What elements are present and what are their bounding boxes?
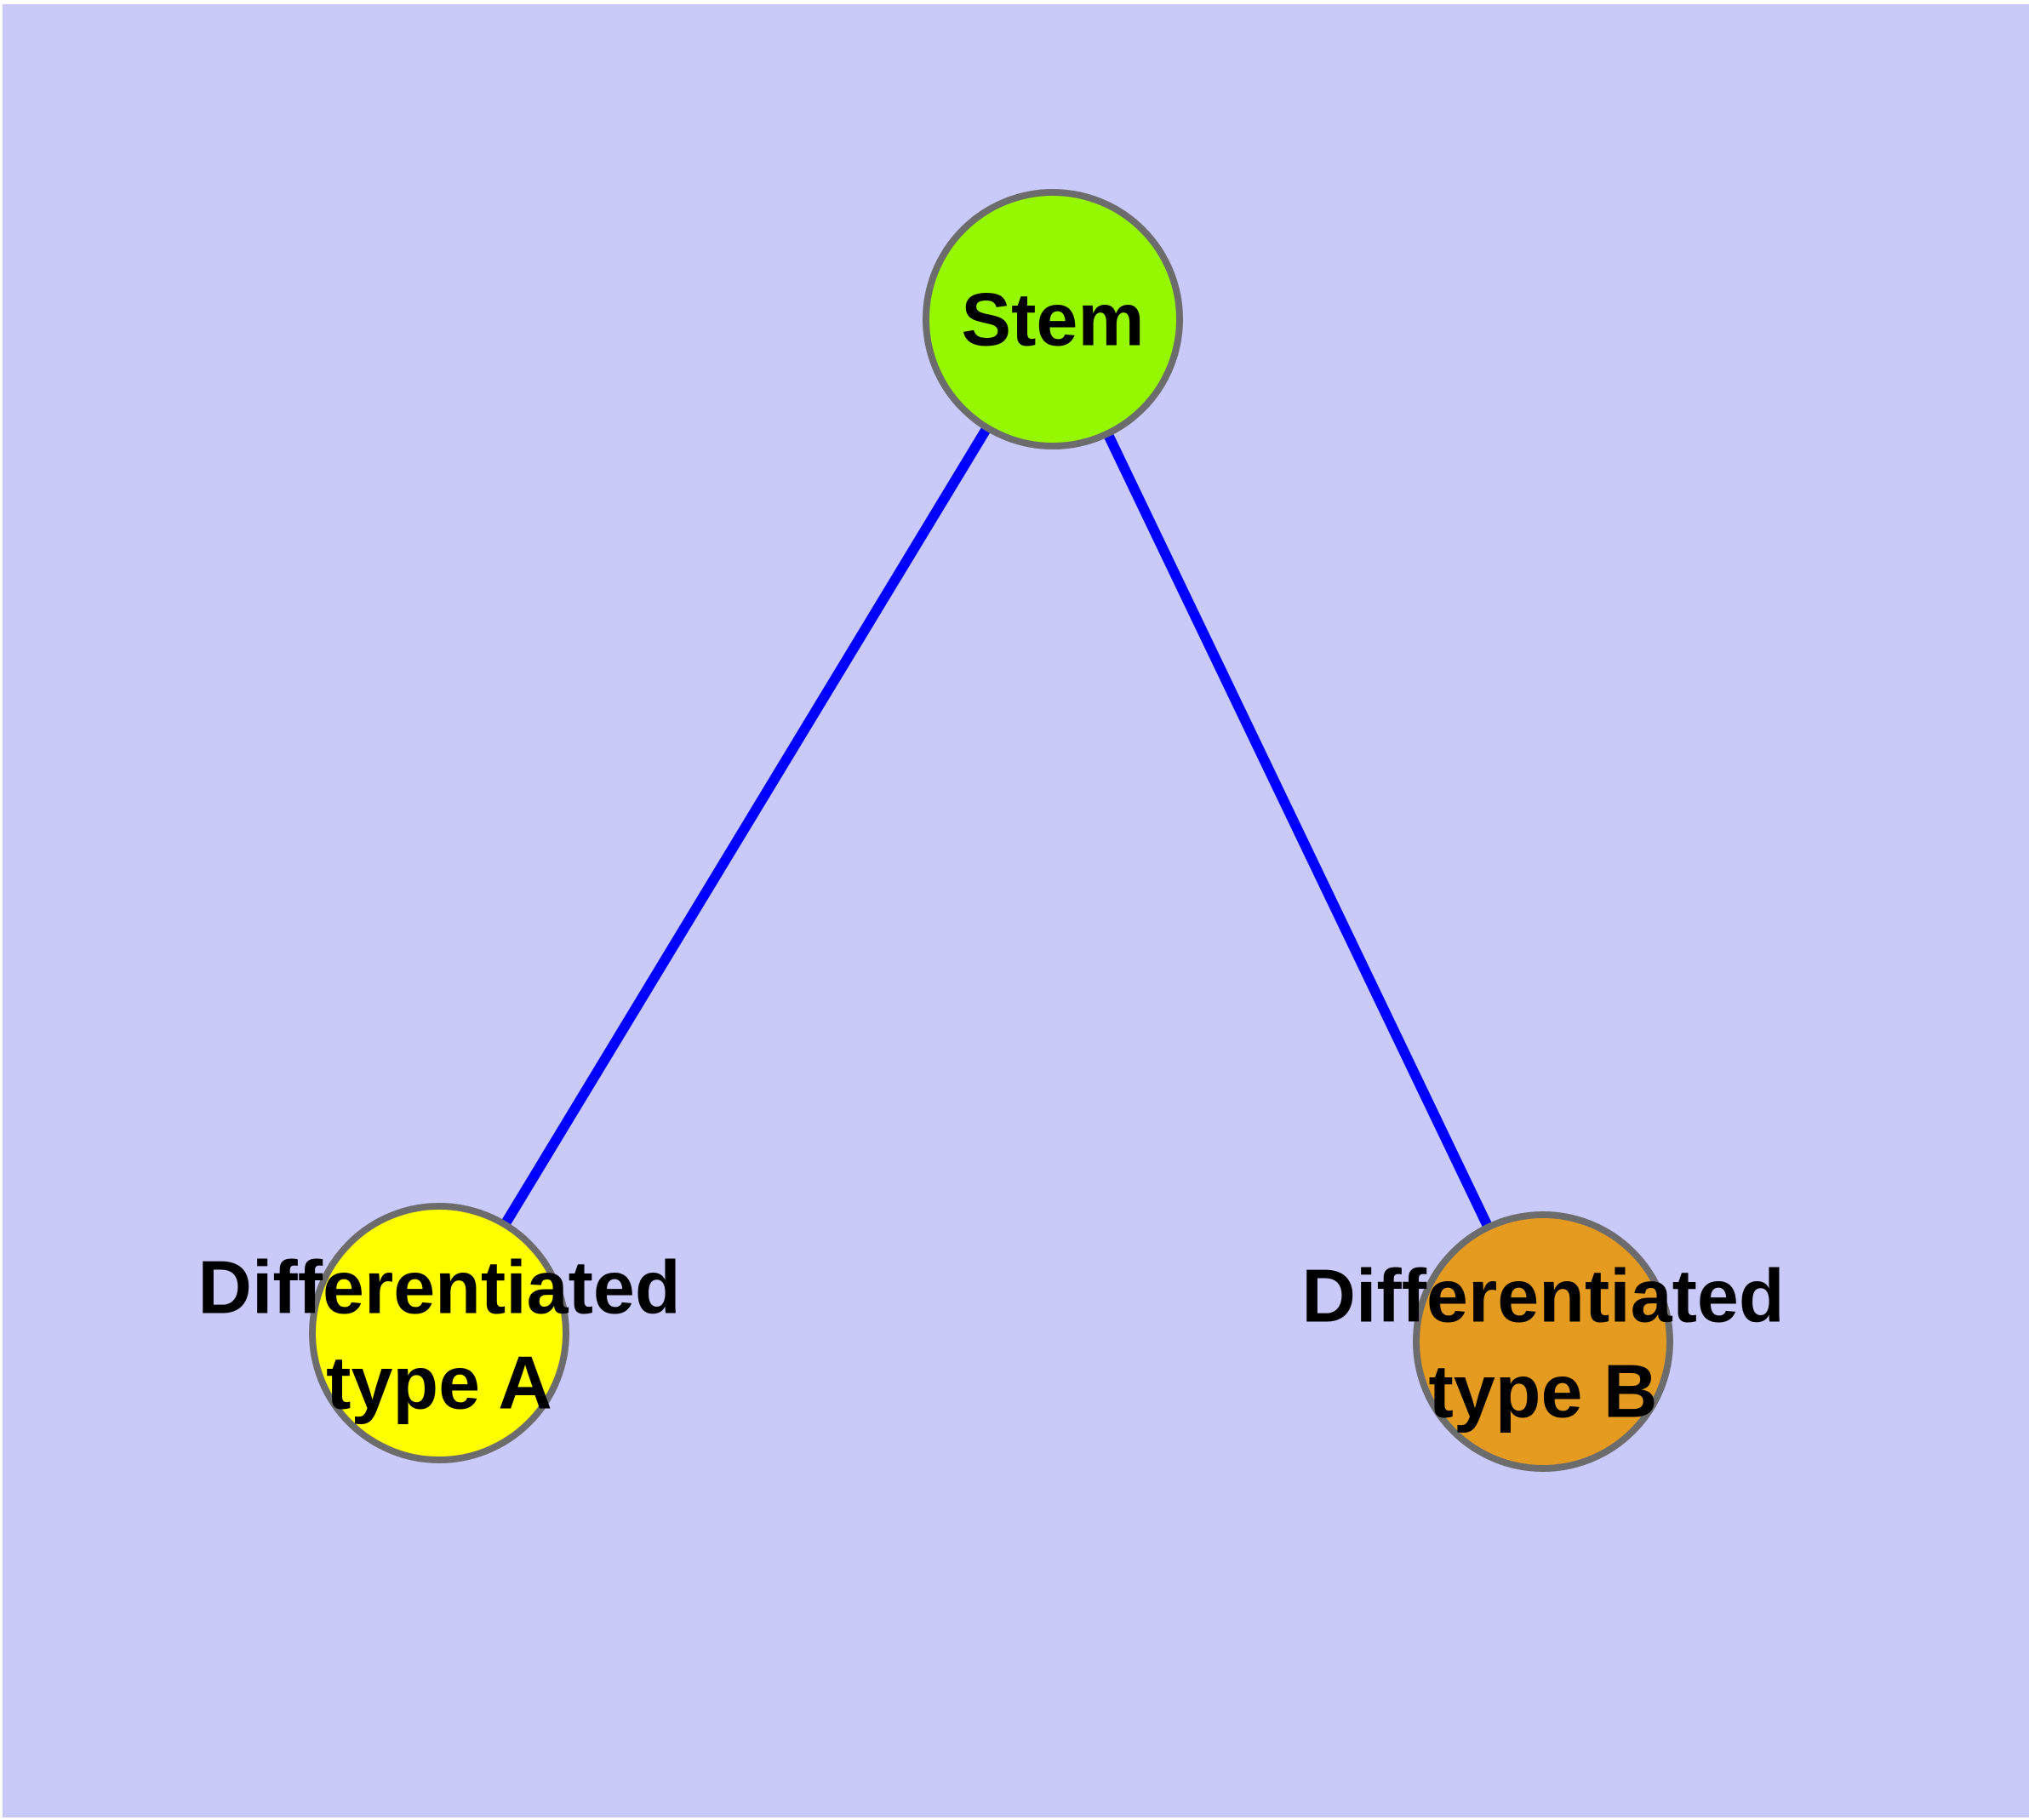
- node-stem-label: Stem: [961, 278, 1144, 362]
- edge-stem-to-type-b: [1048, 317, 1548, 1344]
- node-differentiated-type-a-label-line2: type A: [326, 1341, 552, 1425]
- node-stem: Stem: [923, 189, 1183, 449]
- node-stem-circle: [923, 189, 1183, 449]
- node-differentiated-type-b-label-line1: Differentiated: [1301, 1254, 1784, 1338]
- node-differentiated-type-a-circle: [309, 1203, 569, 1463]
- node-differentiated-type-a: Differentiated type A: [197, 1203, 681, 1463]
- node-differentiated-type-b-label-line2: type B: [1429, 1349, 1658, 1434]
- node-differentiated-type-b: Differentiated type B: [1301, 1211, 1785, 1472]
- node-differentiated-type-a-label-line1: Differentiated: [197, 1245, 680, 1330]
- node-differentiated-type-b-circle: [1413, 1211, 1673, 1472]
- edge-stem-to-type-a: [434, 316, 1058, 1336]
